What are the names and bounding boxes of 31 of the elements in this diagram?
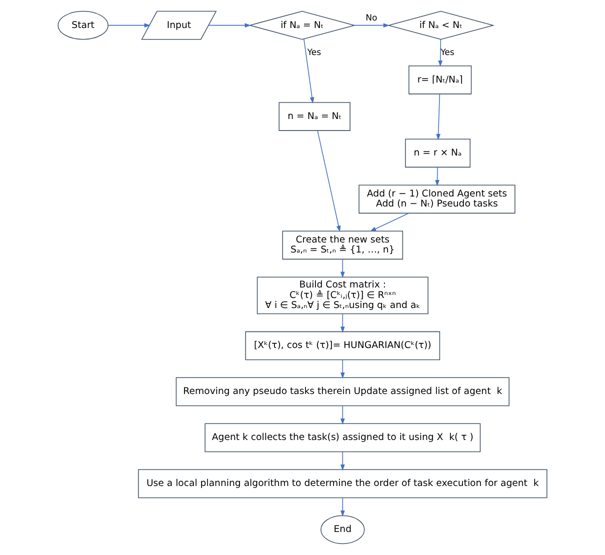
node-box: Agent k collects the task(s) assigned to it using X k( τ ) [204,423,481,452]
arrow [354,23,390,28]
edge-label: Yes [307,48,322,58]
edge-label: Yes [440,48,454,58]
arrow [340,258,345,278]
node-box: [Xᵏ(τ), cos tᵏ (τ)]= HUNGARIAN(Cᵏ(τ)) [245,331,440,360]
node-box: Use a local planning algorithm to determine the order of task execution for agent k [138,469,548,498]
arrow [304,38,314,104]
node-box: n = Nₐ = Nₜ [278,102,350,131]
edge-label: No [366,13,378,24]
arrow [438,39,443,67]
node-diamond: if Nₐ = Nₜ [248,10,356,40]
arrow [340,451,345,471]
node-ellipse: End [320,515,365,544]
arrow [208,23,252,28]
arrow [340,313,345,333]
arrow [340,359,345,379]
node-box: Create the new sets Sₐ,ₙ = Sₜ,ₙ ≜ {1, …, n} [282,230,404,260]
arrow [108,23,151,28]
arrow [317,130,341,232]
arrow [435,166,440,186]
node-box: Add (r − 1) Cloned Agent sets Add (n − Nₜ) Pseudo tasks [358,184,516,214]
node-box: Removing any pseudo tasks therein Update assigned list of agent k [176,377,510,406]
arrow [340,497,345,517]
arrow [340,405,345,425]
node-ellipse: Start [58,10,108,40]
node-box: n = r × Nₐ [405,138,470,168]
node-box: r= ⌈Nₜ/Nₐ⌉ [408,65,472,94]
node-diamond: if Nₐ < Nₜ [387,10,495,40]
arrow [436,94,441,140]
node-box: Build Cost matrix : Cᵏ(τ) ≜ [Cᵏᵢ,ⱼ(τ)] ∈ Rⁿˣⁿ ∀ i ∈ Sₐ,ₙ∀ j ∈ Sₜ,ₙusing qₖ and aₖ [256,276,428,314]
